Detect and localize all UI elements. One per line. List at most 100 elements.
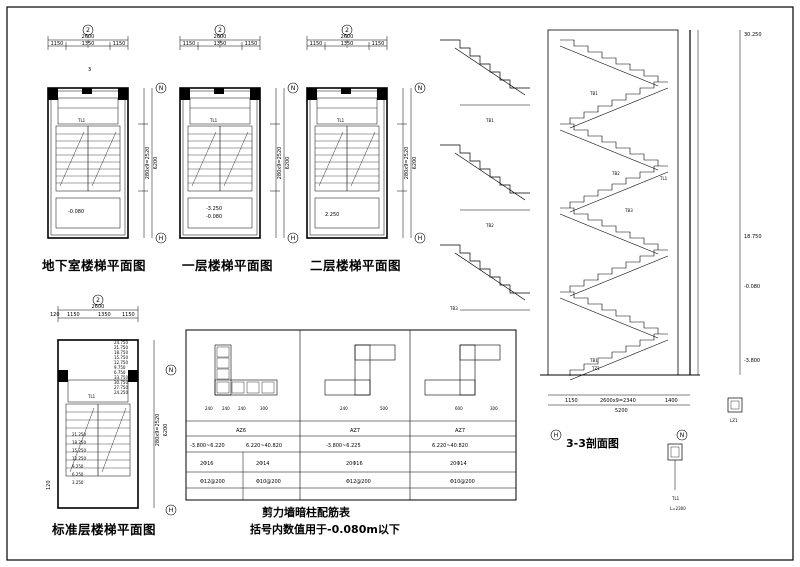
dim-seg: 1150 [51, 41, 64, 47]
section-flight [560, 123, 659, 166]
dim-seg: 1350 [341, 41, 354, 47]
plan-basement: 2 N H 2600 1150 1350 1150 3 TB1 TL1 -0.0… [47, 24, 167, 244]
std-level: 33.750 [114, 375, 128, 380]
axis-label: N [680, 432, 685, 439]
dim-seg: 120 [50, 312, 60, 318]
dim-width: 2600 [82, 34, 95, 40]
axis-label: H [418, 235, 423, 242]
sec-label: TB1 [589, 91, 598, 96]
std-level: 24.750 [114, 340, 128, 345]
dim-width: 2600 [341, 34, 354, 40]
title-second-plan: 二层楼梯平面图 [310, 258, 401, 273]
dim-seg: 1150 [310, 41, 323, 47]
col-header: AZ7 [350, 428, 360, 434]
section-flight [569, 81, 668, 124]
axis-label: H [554, 432, 559, 439]
sec-dim: 2600x9=2340 [600, 398, 636, 404]
section-flight [560, 207, 659, 250]
label-tb: TB1 [342, 89, 351, 94]
label-tl: TL1 [336, 118, 345, 123]
cell: Φ10@200 [256, 479, 281, 485]
sec-dim: 5200 [615, 408, 628, 414]
label-tl: TL1 [77, 118, 86, 123]
cell: Φ12@200 [346, 479, 371, 485]
cell: 20Φ16 [346, 461, 363, 467]
dim-total: 6200 [163, 424, 169, 437]
dim-seg: 1150 [372, 41, 385, 47]
std-level: 9.750 [114, 365, 126, 370]
std-level: 30.750 [114, 380, 128, 385]
axis-label: N [169, 367, 174, 374]
table-dim: 240 [340, 406, 348, 411]
flight-slab [569, 255, 669, 297]
dim-seg: 1150 [122, 312, 135, 318]
level: -3.250 [206, 206, 222, 212]
table-dim: 300 [260, 406, 268, 411]
label-tl: TL1 [87, 394, 96, 399]
dim-seg: 1350 [98, 312, 111, 318]
dim-seg: 120 [46, 480, 52, 490]
sec-label: TL1 [659, 176, 668, 181]
stair-details [440, 39, 530, 311]
table-title: 剪力墙暗柱配筋表 [262, 505, 351, 519]
detail-label: TB2 [485, 223, 494, 228]
title-standard-plan: 标准层楼梯平面图 [51, 522, 156, 537]
axis-label: N [159, 85, 164, 92]
cell: 2Φ16 [200, 461, 213, 467]
dim-run: 280x9=2520 [404, 147, 410, 180]
std-level: 3.250 [72, 480, 84, 485]
level: 2.250 [325, 212, 339, 218]
label-tl: TL1 [209, 118, 218, 123]
dim-seg: 1150 [245, 41, 258, 47]
table-note: 括号内数值用于-0.080m以下 [250, 522, 400, 536]
flight-slab [559, 45, 659, 87]
table-dim: 240 [238, 406, 246, 411]
dim-total: 6200 [285, 157, 291, 170]
detail-label: TL1 [671, 496, 680, 501]
sec-label: TB2 [611, 171, 620, 176]
plan-second-floor: 2 N H 2600 1150 1350 1150 TB1 TL1 2.250 … [306, 24, 426, 244]
std-level: 6.750 [114, 370, 126, 375]
detail-label: TZ1 [591, 366, 600, 371]
section-flight [560, 39, 659, 82]
std-level: 21.250 [72, 432, 86, 437]
dim-run: 280x9=2520 [145, 147, 151, 180]
cell: Φ12@200 [200, 479, 225, 485]
dim-seg: 1150 [113, 41, 126, 47]
title-section: 3-3剖面图 [566, 436, 619, 450]
sec-level: -0.080 [744, 284, 760, 290]
axis-label: 2 [345, 27, 349, 34]
std-level: 18.750 [114, 350, 128, 355]
sec-dim: 1400 [665, 398, 678, 404]
dim-seg: 1350 [82, 41, 95, 47]
flight-slab [569, 87, 669, 129]
std-level-list: 24.75021.75018.75015.75012.7509.7506.750… [72, 340, 128, 485]
dim-seg: 1150 [67, 312, 80, 318]
dim-total: 6200 [153, 157, 159, 170]
cell: Φ10@200 [450, 479, 475, 485]
axis-label: 2 [218, 27, 222, 34]
dim-total: 6200 [412, 157, 418, 170]
std-level: 15.750 [114, 355, 128, 360]
std-level: 12.250 [72, 456, 86, 461]
sheet-border [6, 6, 794, 561]
dim-run: 280x9=2520 [277, 147, 283, 180]
dim-seg: 1350 [214, 41, 227, 47]
plan-first-floor: 2 N H 2600 1150 1350 1150 TB1 TL1 -3.250… [179, 24, 299, 244]
std-level: 9.250 [72, 464, 84, 469]
dim-run: 280x9=2520 [155, 414, 161, 447]
title-basement-plan: 地下室楼梯平面图 [42, 258, 146, 273]
flight-slab [569, 339, 669, 381]
std-level: 24.250 [114, 390, 128, 395]
table-dim: 240 [205, 406, 213, 411]
cell: -3.800~6.225 [326, 443, 361, 449]
level: -0.080 [206, 214, 222, 220]
section-flight [569, 165, 668, 208]
section-3-3: 1150 2600x9=2340 1400 5200 30.250 18.750… [540, 29, 762, 441]
detail-label: LZ1 [730, 418, 738, 423]
column-detail: LZ1 TL1 L=2300 TZ1 [591, 366, 743, 511]
axis-label: N [291, 85, 296, 92]
sec-dim: 1150 [565, 398, 578, 404]
sec-level: 30.250 [744, 32, 762, 38]
